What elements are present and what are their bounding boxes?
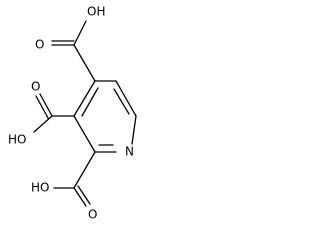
- bond-carboxyl-oh: [33, 115, 53, 133]
- ring-bond-n-c6: [131, 115, 137, 145]
- bond-carbonyl-double-1: [73, 187, 87, 207]
- atom-label-ho-middle: HO: [8, 133, 26, 147]
- carboxyl-group-top: OH O: [35, 5, 105, 82]
- ring-double-c5-c6: [113, 88, 130, 115]
- chemical-structure: OH O O HO N HO O: [8, 5, 137, 222]
- bond-carbonyl-double-2: [77, 185, 91, 205]
- carboxyl-group-middle: O HO: [8, 80, 75, 147]
- ring-bond-c3-c2: [73, 115, 96, 153]
- atom-label-ho-bottom: HO: [31, 181, 49, 195]
- atom-label-oh-top: OH: [87, 5, 105, 19]
- bond-carbonyl-double-1: [39, 93, 53, 117]
- bond-c2-carboxyl-carbon: [73, 151, 96, 189]
- pyridine-ring: [73, 80, 137, 153]
- carboxyl-group-bottom: HO O: [31, 151, 97, 222]
- ring-double-c3-c4: [81, 87, 99, 117]
- atom-label-nitrogen: N: [125, 145, 134, 159]
- bond-carboxyl-oh: [73, 20, 87, 46]
- bond-c4-carboxyl-carbon: [73, 44, 96, 82]
- ring-bond-c6-c5: [115, 80, 137, 117]
- atom-label-o-middle: O: [31, 80, 40, 94]
- atom-label-o-top: O: [35, 38, 44, 52]
- bond-carbonyl-double-2: [35, 95, 49, 119]
- atom-label-o-bottom: O: [88, 208, 97, 222]
- ring-bond-c4-c3: [73, 80, 96, 117]
